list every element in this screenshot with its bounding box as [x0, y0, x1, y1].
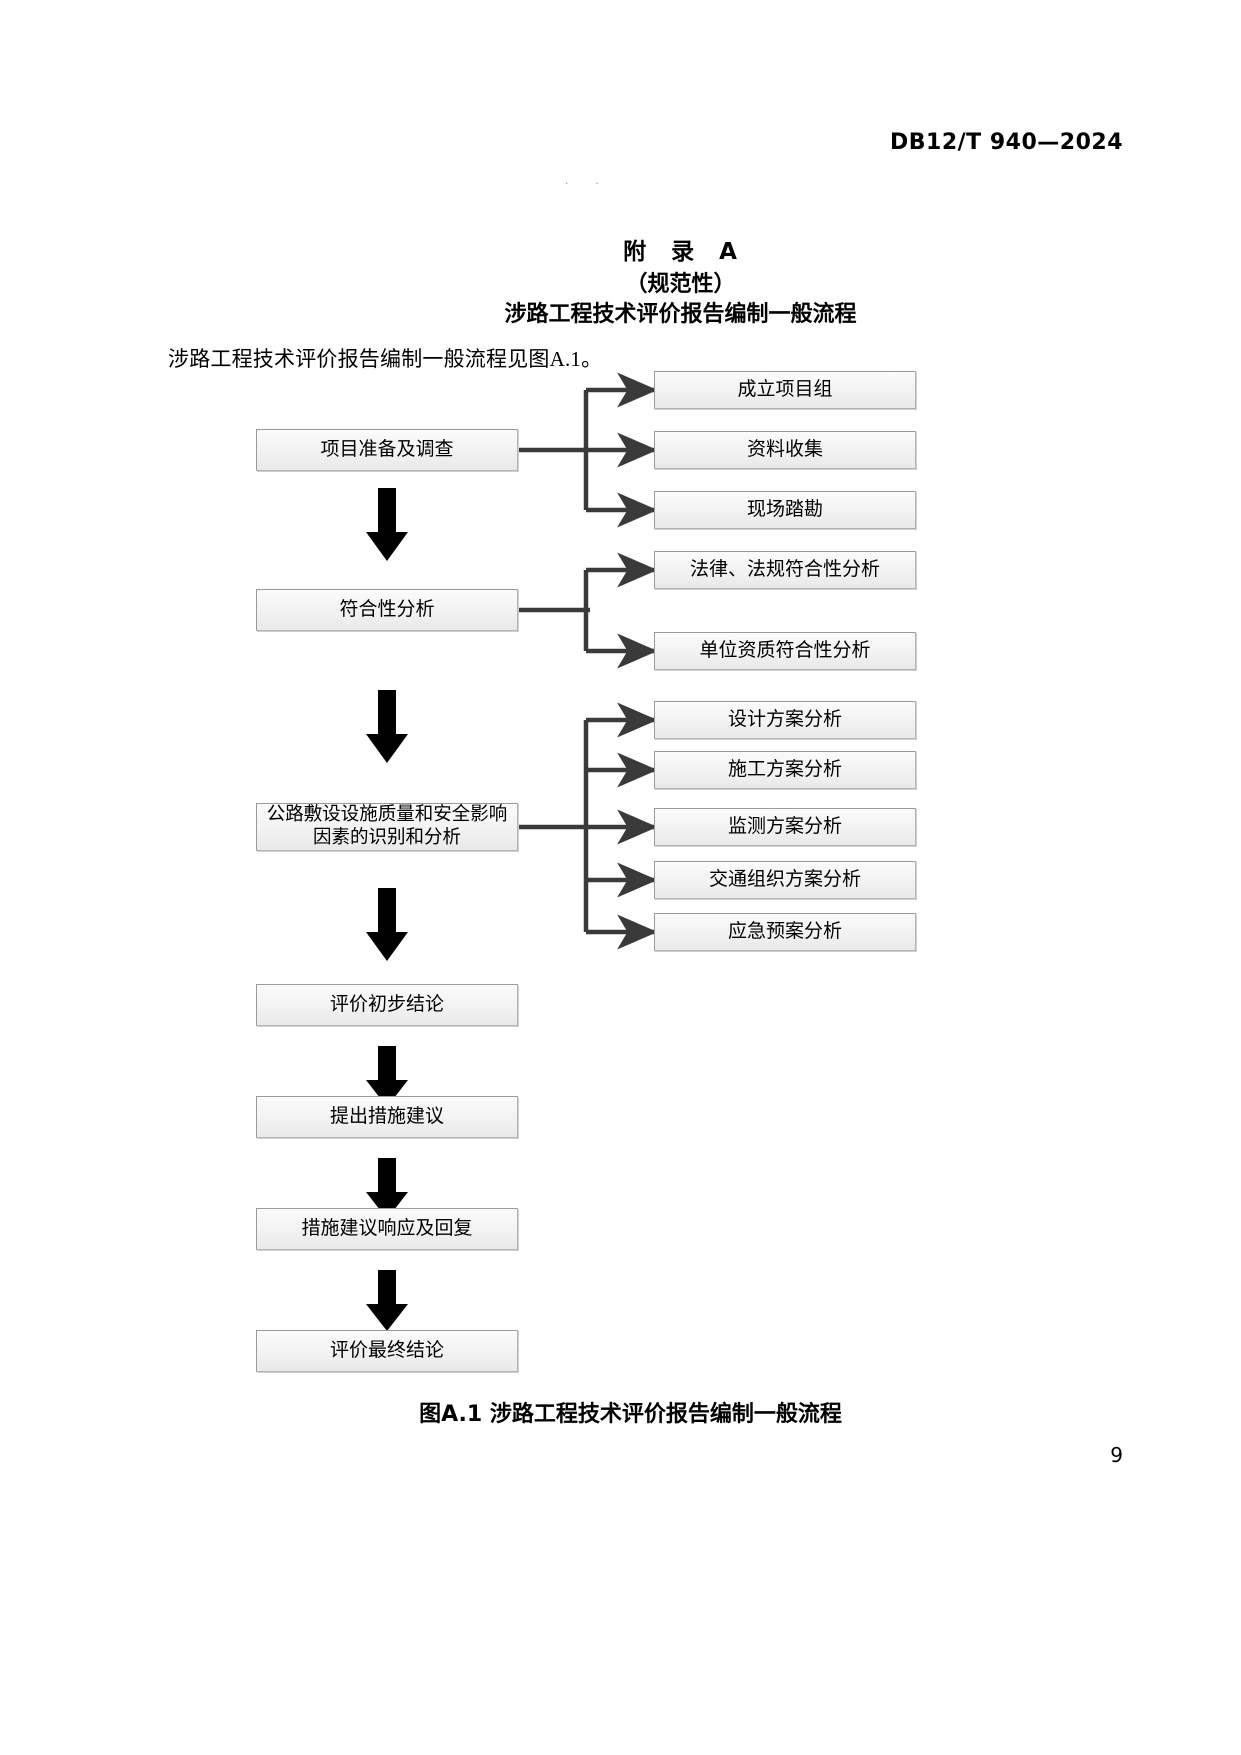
- flow-node-construction-plan-analysis[interactable]: 施工方案分析: [654, 751, 916, 789]
- flow-node-label: 应急预案分析: [727, 921, 842, 943]
- flow-node-label: 成立项目组: [737, 379, 833, 401]
- down-arrow-6: [365, 1270, 409, 1332]
- flow-node-law-regulation-compliance[interactable]: 法律、法规符合性分析: [654, 551, 916, 589]
- flow-node-identification-analysis[interactable]: 公路敷设设施质量和安全影响因素的识别和分析: [256, 803, 518, 851]
- flow-node-label: 符合性分析: [339, 599, 435, 621]
- flow-node-label: 资料收集: [746, 439, 823, 461]
- appendix-title: 附 录 A: [623, 239, 738, 265]
- flow-node-label: 评价最终结论: [329, 1340, 444, 1362]
- flow-node-traffic-organization-analysis[interactable]: 交通组织方案分析: [654, 861, 916, 899]
- flow-node-label: 现场踏勘: [746, 499, 823, 521]
- flow-node-label: 措施建议响应及回复: [301, 1218, 473, 1240]
- page-number: 9: [1110, 1443, 1123, 1467]
- appendix-heading: 涉路工程技术评价报告编制一般流程: [504, 302, 857, 327]
- flow-node-preliminary-conclusion[interactable]: 评价初步结论: [256, 984, 518, 1026]
- flow-node-propose-measures[interactable]: 提出措施建议: [256, 1096, 518, 1138]
- flow-node-label: 提出措施建议: [329, 1106, 444, 1128]
- flow-node-monitoring-plan-analysis[interactable]: 监测方案分析: [654, 808, 916, 846]
- flow-node-site-survey[interactable]: 现场踏勘: [654, 491, 916, 529]
- flow-node-data-collection[interactable]: 资料收集: [654, 431, 916, 469]
- flow-node-qualification-compliance[interactable]: 单位资质符合性分析: [654, 632, 916, 670]
- flow-node-measure-response[interactable]: 措施建议响应及回复: [256, 1208, 518, 1250]
- intro-paragraph: 涉路工程技术评价报告编制一般流程见图A.1。: [168, 347, 603, 371]
- flow-node-project-preparation[interactable]: 项目准备及调查: [256, 429, 518, 471]
- flow-node-label: 监测方案分析: [727, 816, 842, 838]
- flow-node-label: 公路敷设设施质量和安全影响因素的识别和分析: [266, 805, 508, 848]
- flow-node-label: 单位资质符合性分析: [699, 640, 871, 662]
- flow-node-emergency-plan-analysis[interactable]: 应急预案分析: [654, 913, 916, 951]
- appendix-normative-label: （规范性）: [625, 272, 736, 297]
- down-arrow-5: [365, 1158, 409, 1220]
- down-arrow-3: [365, 888, 409, 962]
- flow-node-label: 评价初步结论: [329, 994, 444, 1016]
- flow-node-label: 法律、法规符合性分析: [689, 559, 880, 581]
- down-arrow-1: [365, 488, 409, 562]
- down-arrow-2: [365, 690, 409, 764]
- flowchart-connectors: [518, 372, 658, 950]
- stray-marks: . .: [565, 172, 611, 187]
- figure-caption: 图A.1 涉路工程技术评价报告编制一般流程: [419, 1402, 842, 1427]
- flow-node-design-plan-analysis[interactable]: 设计方案分析: [654, 701, 916, 739]
- flow-node-label: 项目准备及调查: [320, 439, 454, 461]
- down-arrow-4: [365, 1046, 409, 1108]
- flowchart-diagram: 项目准备及调查 符合性分析 公路敷设设施质量和安全影响因素的识别和分析 评价初步…: [0, 360, 1241, 1400]
- flow-node-compliance-analysis[interactable]: 符合性分析: [256, 589, 518, 631]
- flow-node-final-conclusion[interactable]: 评价最终结论: [256, 1330, 518, 1372]
- flow-node-establish-team[interactable]: 成立项目组: [654, 371, 916, 409]
- page-header-standard-number: DB12/T 940—2024: [890, 130, 1123, 155]
- flow-node-label: 施工方案分析: [727, 759, 842, 781]
- flow-node-label: 设计方案分析: [727, 709, 842, 731]
- flow-node-label: 交通组织方案分析: [708, 869, 861, 891]
